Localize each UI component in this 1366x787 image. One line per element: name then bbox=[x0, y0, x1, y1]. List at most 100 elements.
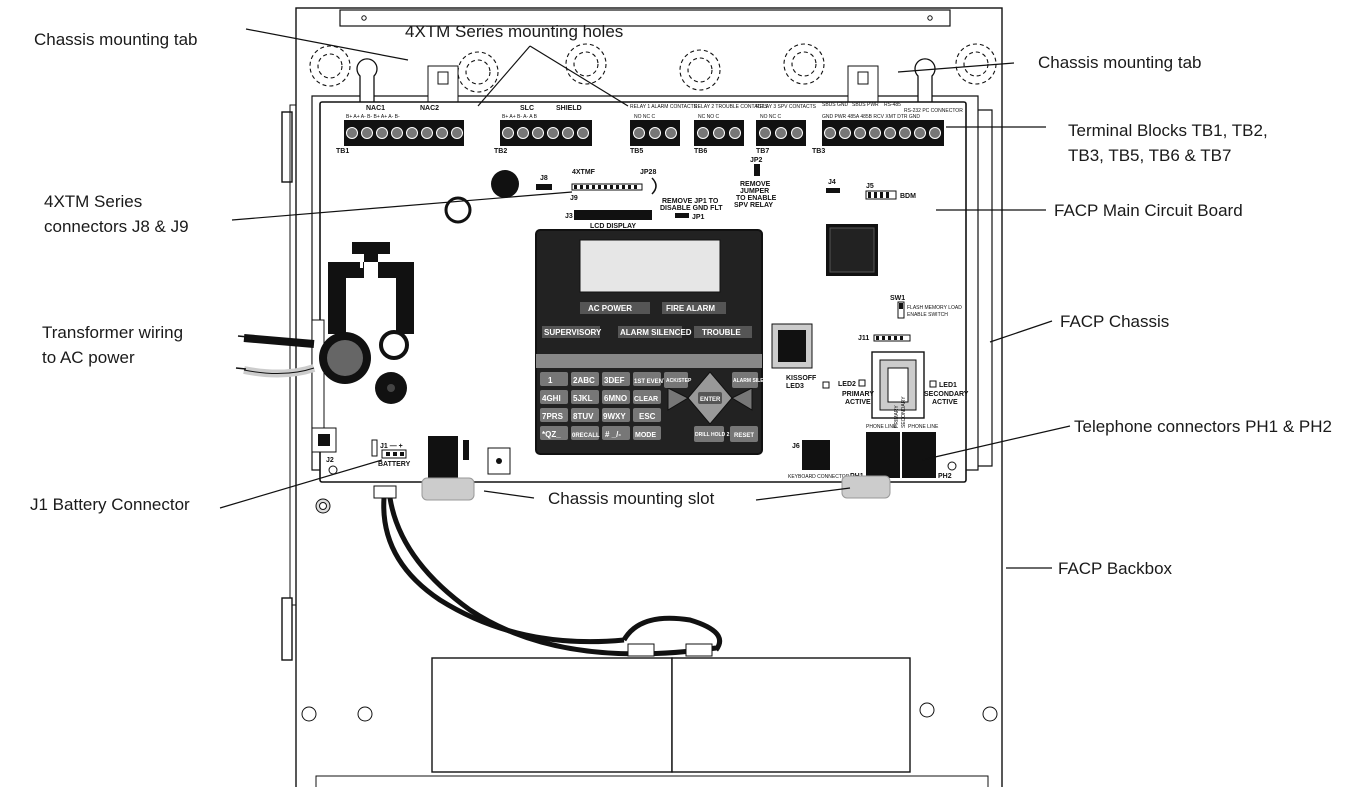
connector-j11: J11 bbox=[858, 334, 911, 342]
secondary-label: SECONDARY bbox=[924, 391, 969, 398]
j2-label: J2 bbox=[326, 457, 334, 464]
battery-connector-j1: J1 — + BATTERY bbox=[371, 439, 411, 468]
phone-line-primary-label: PHONE LINE bbox=[866, 424, 897, 430]
indicator-row: AC POWER FIRE ALARM SUPERVISORY ALARM SI… bbox=[542, 302, 752, 338]
secondary-vertical-label: SECONDARY bbox=[901, 396, 907, 428]
j4-label: J4 bbox=[828, 179, 836, 186]
4xtmf-label: 4XTMF bbox=[572, 169, 596, 176]
callout-facp-chassis: FACP Chassis bbox=[1060, 312, 1169, 331]
phone-line-secondary-label: PHONE LINE bbox=[908, 424, 939, 430]
connector-j3: J3 LCD DISPLAY bbox=[565, 210, 652, 230]
keyboard-connector-j6: J6 KEYBOARD CONNECTOR bbox=[788, 440, 850, 480]
callout-chassis-mounting-tab-right: Chassis mounting tab bbox=[1038, 53, 1201, 72]
led1-label: LED1 bbox=[939, 382, 957, 389]
switch-sw1: SW1 FLASH MEMORY LOAD ENABLE SWITCH bbox=[890, 295, 962, 319]
key-reset[interactable]: RESET bbox=[730, 426, 758, 442]
terminal-block-tb5: RELAY 1 ALARM CONTACTS NO NC C TB5 bbox=[630, 104, 698, 155]
key-1st-event[interactable]: 1ST EVENT bbox=[633, 372, 667, 386]
svg-text:CLEAR: CLEAR bbox=[634, 396, 658, 403]
key-5jkl[interactable]: 5JKL bbox=[571, 390, 599, 404]
callout-telephone-connectors: Telephone connectors PH1 & PH2 bbox=[1074, 417, 1332, 436]
key-6mno[interactable]: 6MNO bbox=[602, 390, 630, 404]
power-components bbox=[428, 436, 511, 478]
led3-label: LED3 bbox=[786, 383, 804, 390]
key-star-qz[interactable]: *QZ_ bbox=[540, 426, 568, 440]
callout-facp-backbox: FACP Backbox bbox=[1058, 559, 1173, 578]
key-ack-step[interactable]: ACK/STEP bbox=[664, 372, 692, 388]
svg-text:7PRS: 7PRS bbox=[542, 412, 564, 421]
key-clear[interactable]: CLEAR bbox=[633, 390, 661, 404]
indicator-supervisory: SUPERVISORY bbox=[544, 328, 602, 337]
svg-text:# _/-: # _/- bbox=[605, 430, 621, 439]
svg-text:5JKL: 5JKL bbox=[573, 394, 593, 403]
jumper-jp1: REMOVE JP1 TO DISABLE GND FLT JP1 bbox=[660, 198, 723, 221]
callout-transformer-wiring-line1: Transformer wiring bbox=[42, 323, 183, 342]
indicator-fire-alarm: FIRE ALARM bbox=[666, 304, 715, 313]
callout-leader-lines bbox=[219, 28, 1071, 569]
key-enter[interactable]: ENTER bbox=[698, 392, 722, 404]
kissoff-label: KISSOFF bbox=[786, 375, 817, 382]
slc-label: SLC bbox=[520, 105, 534, 112]
relay1-label: RELAY 1 ALARM CONTACTS bbox=[630, 104, 698, 110]
transformer-wiring bbox=[235, 334, 316, 378]
key-alarm-silenced[interactable]: ALARM SILENCED bbox=[732, 372, 778, 388]
key-4ghi[interactable]: 4GHI bbox=[540, 390, 568, 404]
relay2-label: RELAY 2 TROUBLE CONTACTS bbox=[694, 104, 768, 110]
tb6-terminal-labels: NC NO C bbox=[698, 114, 720, 120]
connector-j4-j5: J4 J5 BDM bbox=[826, 179, 916, 200]
batteries bbox=[431, 657, 911, 773]
key-hash[interactable]: # _/- bbox=[602, 426, 630, 440]
key-esc[interactable]: ESC bbox=[633, 408, 661, 422]
remove-label: REMOVE bbox=[740, 181, 771, 188]
key-0-recall[interactable]: 0RECALL bbox=[571, 426, 600, 440]
callout-facp-main-circuit-board: FACP Main Circuit Board bbox=[1054, 201, 1243, 220]
remove-jp1-label: REMOVE JP1 TO bbox=[662, 198, 719, 205]
led2-label: LED2 bbox=[838, 381, 856, 388]
callout-chassis-mounting-tab-left: Chassis mounting tab bbox=[34, 30, 197, 49]
terminal-block-tb6: RELAY 2 TROUBLE CONTACTS NC NO C TB6 bbox=[694, 104, 768, 155]
modem-transformer bbox=[871, 351, 925, 419]
svg-text:3DEF: 3DEF bbox=[604, 376, 625, 385]
svg-text:4GHI: 4GHI bbox=[542, 394, 561, 403]
telephone-connectors: PHONE LINE PHONE LINE PRIMARY SECONDARY … bbox=[850, 396, 952, 480]
chassis-mounting-slots bbox=[421, 475, 891, 501]
tb3-label: TB3 bbox=[812, 148, 825, 155]
key-3def[interactable]: 3DEF bbox=[602, 372, 630, 386]
rs485-label: RS-485 bbox=[884, 102, 901, 108]
callout-connectors-j8-j9-line2: connectors J8 & J9 bbox=[44, 217, 189, 236]
callout-terminal-blocks-line2: TB3, TB5, TB6 & TB7 bbox=[1068, 146, 1231, 165]
tb6-label: TB6 bbox=[694, 148, 707, 155]
keypad-buttons: 1 2ABC 3DEF 1ST EVENT 4GHI 5JKL 6MNO CLE… bbox=[540, 372, 667, 440]
tb2-terminal-labels: B+ A+ B- A- A B bbox=[502, 114, 538, 120]
key-8tuv[interactable]: 8TUV bbox=[571, 408, 599, 422]
svg-text:MODE: MODE bbox=[635, 432, 656, 439]
battery-label: BATTERY bbox=[378, 461, 411, 468]
callout-j1-battery-connector: J1 Battery Connector bbox=[30, 495, 190, 514]
key-7prs[interactable]: 7PRS bbox=[540, 408, 568, 422]
kissoff-component bbox=[771, 323, 813, 369]
connectors-j8-j9: J8 4XTMF J9 JP28 bbox=[444, 169, 657, 224]
key-2abc[interactable]: 2ABC bbox=[571, 372, 599, 386]
key-mode[interactable]: MODE bbox=[633, 426, 661, 440]
tb3-terminal-labels: GND PWR 485A 485B RCV XMT DTR GND bbox=[822, 114, 920, 120]
key-1[interactable]: 1 bbox=[540, 372, 568, 386]
navigation-keys: ACK/STEP ALARM SILENCED ENTER DRILL HOLD… bbox=[664, 371, 778, 442]
j8-label: J8 bbox=[540, 175, 548, 182]
lcd-display-label: LCD DISPLAY bbox=[590, 223, 636, 230]
terminal-block-tb3: SBUS GND SBUS PWR RS-485 RS-232 PC CONNE… bbox=[812, 102, 963, 155]
callout-4xtm-mounting-holes: 4XTM Series mounting holes bbox=[405, 22, 623, 41]
svg-text:ENTER: ENTER bbox=[700, 397, 721, 403]
key-9wxy[interactable]: 9WXY bbox=[602, 408, 630, 422]
terminal-block-tb1: NAC1 NAC2 B+ A+ A- B- B+ A+ A- B- TB1 bbox=[336, 105, 464, 155]
tb1-terminal-labels: B+ A+ A- B- B+ A+ A- B- bbox=[346, 114, 400, 120]
sbus-gnd-label: SBUS GND bbox=[822, 102, 849, 108]
jp28-label: JP28 bbox=[640, 169, 656, 176]
svg-text:ESC: ESC bbox=[639, 412, 656, 421]
callout-terminal-blocks-line1: Terminal Blocks TB1, TB2, bbox=[1068, 121, 1268, 140]
nac1-label: NAC1 bbox=[366, 105, 385, 112]
primary-active-label: ACTIVE bbox=[845, 399, 871, 406]
key-drill[interactable]: DRILL HOLD 2 SEC bbox=[694, 426, 741, 442]
terminal-block-tb7: RELAY 3 SPV CONTACTS NO NC C TB7 bbox=[756, 104, 817, 155]
svg-text:*QZ_: *QZ_ bbox=[542, 430, 561, 439]
